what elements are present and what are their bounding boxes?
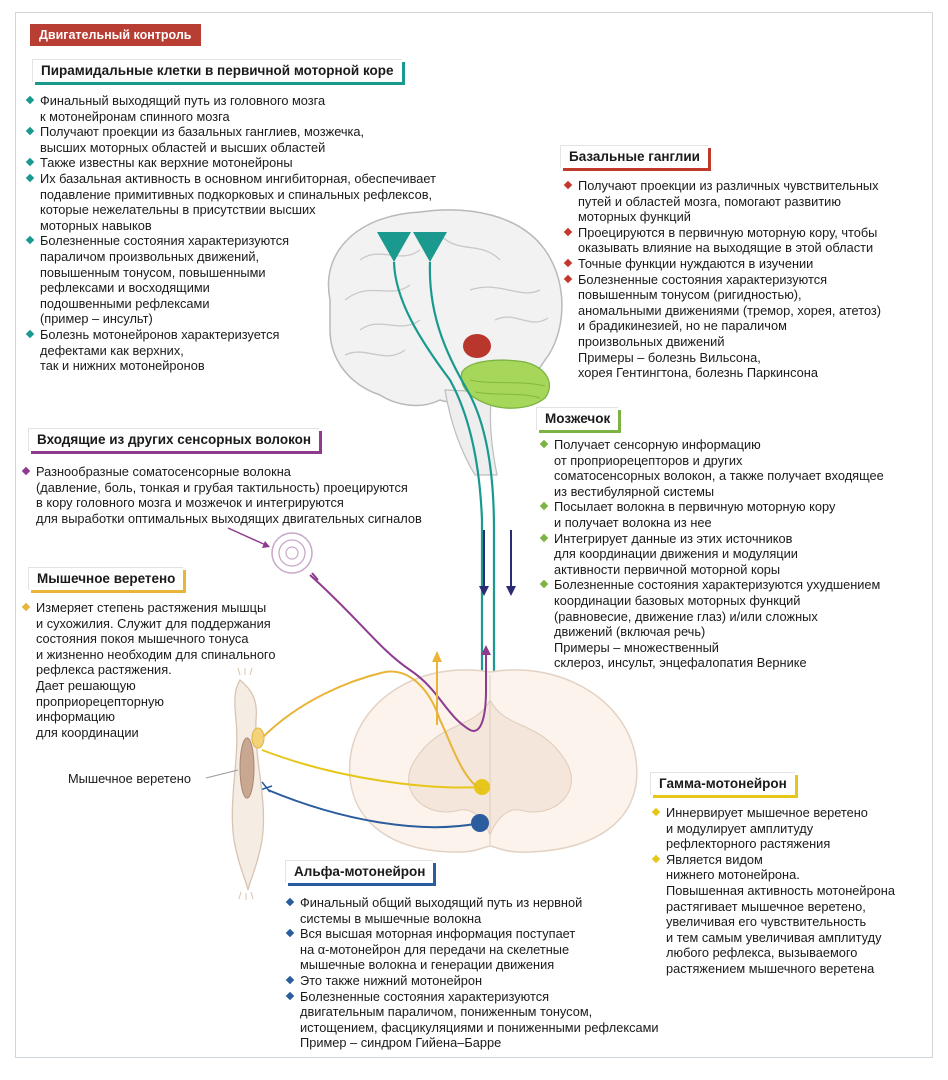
alpha-item-text: Вся высшая моторная информация поступает… (300, 926, 576, 973)
alpha-motoneuron-list: Финальный общий выходящий путь из нервно… (286, 895, 716, 1051)
cerebellum-item-text: Получает сенсорную информацию от проприо… (554, 437, 884, 499)
basal-item-text: Болезненные состояния характеризуются по… (578, 271, 882, 381)
spindle-afferent-fiber (261, 670, 483, 791)
alpha-item-text: Финальный общий выходящий путь из нервно… (300, 895, 583, 926)
cerebellum-item: Болезненные состояния характеризуются ух… (540, 577, 935, 671)
cerebellum-item-text: Болезненные состояния характеризуются ух… (554, 577, 881, 671)
muscle-spindle-label: Мышечное веретено (68, 771, 191, 786)
pyramidal-item: Их базальная активность в основном ингиб… (26, 171, 486, 233)
pyramidal-item: Болезнь мотонейронов характеризуется деф… (26, 327, 486, 374)
basal-ganglia-list: Получают проекции из различных чувствите… (564, 178, 929, 381)
pyramidal-item-text: Финальный выходящий путь из головного мо… (40, 93, 326, 124)
spindle-item: Измеряет степень растяжения мышцы и сухо… (22, 600, 312, 740)
afferent-list: Разнообразные соматосенсорные волокна (д… (22, 464, 467, 526)
cerebellum-item: Интегрирует данные из этих источников дл… (540, 531, 935, 578)
basal-item: Получают проекции из различных чувствите… (564, 178, 929, 225)
pyramidal-heading: Пирамидальные клетки в первичной моторно… (32, 59, 402, 82)
gamma-item-text: Иннервирует мышечное веретено и модулиру… (666, 805, 868, 852)
alpha-item: Вся высшая моторная информация поступает… (286, 926, 716, 973)
pyramidal-list: Финальный выходящий путь из головного мо… (26, 93, 486, 374)
spindle-leader-line (205, 769, 239, 779)
pyramidal-item: Болезненные состояния характеризуются па… (26, 233, 486, 327)
afferent-item-text: Разнообразные соматосенсорные волокна (д… (36, 464, 422, 526)
gamma-item-text: Является видом нижнего мотонейрона. Повы… (666, 851, 895, 976)
spindle-item-text: Измеряет степень растяжения мышцы и сухо… (36, 600, 276, 740)
basal-item: Болезненные состояния характеризуются по… (564, 272, 929, 381)
basal-item: Точные функции нуждаются в изучении (564, 256, 929, 272)
gamma-item: Иннервирует мышечное веретено и модулиру… (652, 805, 927, 852)
basal-item: Проецируются в первичную моторную кору, … (564, 225, 929, 256)
alpha-item: Болезненные состояния характеризуются дв… (286, 989, 716, 1051)
alpha-item: Финальный общий выходящий путь из нервно… (286, 895, 716, 926)
cerebellum-list: Получает сенсорную информацию от проприо… (540, 437, 935, 671)
afferent-purple-fiber (309, 574, 487, 732)
pyramidal-item: Получают проекции из базальных ганглиев,… (26, 124, 486, 155)
cerebellum-item-text: Интегрирует данные из этих источников дл… (554, 530, 798, 577)
alpha-item-text: Болезненные состояния характеризуются дв… (300, 988, 659, 1051)
alpha-efferent-fiber (267, 789, 481, 829)
cerebellum-item-text: Посылает волокна в первичную моторную ко… (554, 499, 836, 530)
pyramidal-item: Также известны как верхние мотонейроны (26, 155, 486, 171)
afferent-receptor (271, 532, 313, 574)
basal-ganglia-heading: Базальные ганглии (560, 145, 708, 168)
pyramidal-item-text: Получают проекции из базальных ганглиев,… (40, 124, 365, 155)
pyramidal-item: Финальный выходящий путь из головного мо… (26, 93, 486, 124)
muscle-spindle-heading: Мышечное веретено (28, 567, 184, 590)
basal-item-text: Точные функции нуждаются в изучении (578, 255, 814, 271)
spinal-cord-section (348, 669, 638, 853)
alpha-motoneuron-heading: Альфа-мотонейрон (285, 860, 434, 883)
gamma-motoneuron-heading: Гамма-мотонейрон (650, 772, 795, 795)
pyramidal-item-text: Также известны как верхние мотонейроны (40, 155, 293, 171)
afferent-item: Разнообразные соматосенсорные волокна (д… (22, 464, 467, 526)
pyramidal-item-text: Болезненные состояния характеризуются па… (40, 233, 290, 327)
cerebellum-heading: Мозжечок (536, 407, 619, 430)
muscle-spindle-list: Измеряет степень растяжения мышцы и сухо… (22, 600, 312, 740)
page-title: Двигательный контроль (30, 24, 201, 46)
gamma-efferent-fiber (261, 749, 483, 789)
cerebellum-item: Получает сенсорную информацию от проприо… (540, 437, 935, 499)
gamma-motoneuron-list: Иннервирует мышечное веретено и модулиру… (652, 805, 927, 977)
basal-item-text: Получают проекции из различных чувствите… (578, 178, 879, 225)
alpha-item-text: Это также нижний мотонейрон (300, 972, 483, 988)
cerebellum-item: Посылает волокна в первичную моторную ко… (540, 499, 935, 530)
afferent-heading: Входящие из других сенсорных волокон (28, 428, 320, 451)
afferent-pointer-arrow (227, 527, 269, 547)
basal-item-text: Проецируются в первичную моторную кору, … (578, 224, 878, 256)
pyramidal-item-text: Болезнь мотонейронов характеризуется деф… (40, 326, 280, 374)
pyramidal-item-text: Их базальная активность в основном ингиб… (40, 170, 436, 233)
alpha-item: Это также нижний мотонейрон (286, 973, 716, 989)
gamma-item: Является видом нижнего мотонейрона. Повы… (652, 852, 927, 977)
